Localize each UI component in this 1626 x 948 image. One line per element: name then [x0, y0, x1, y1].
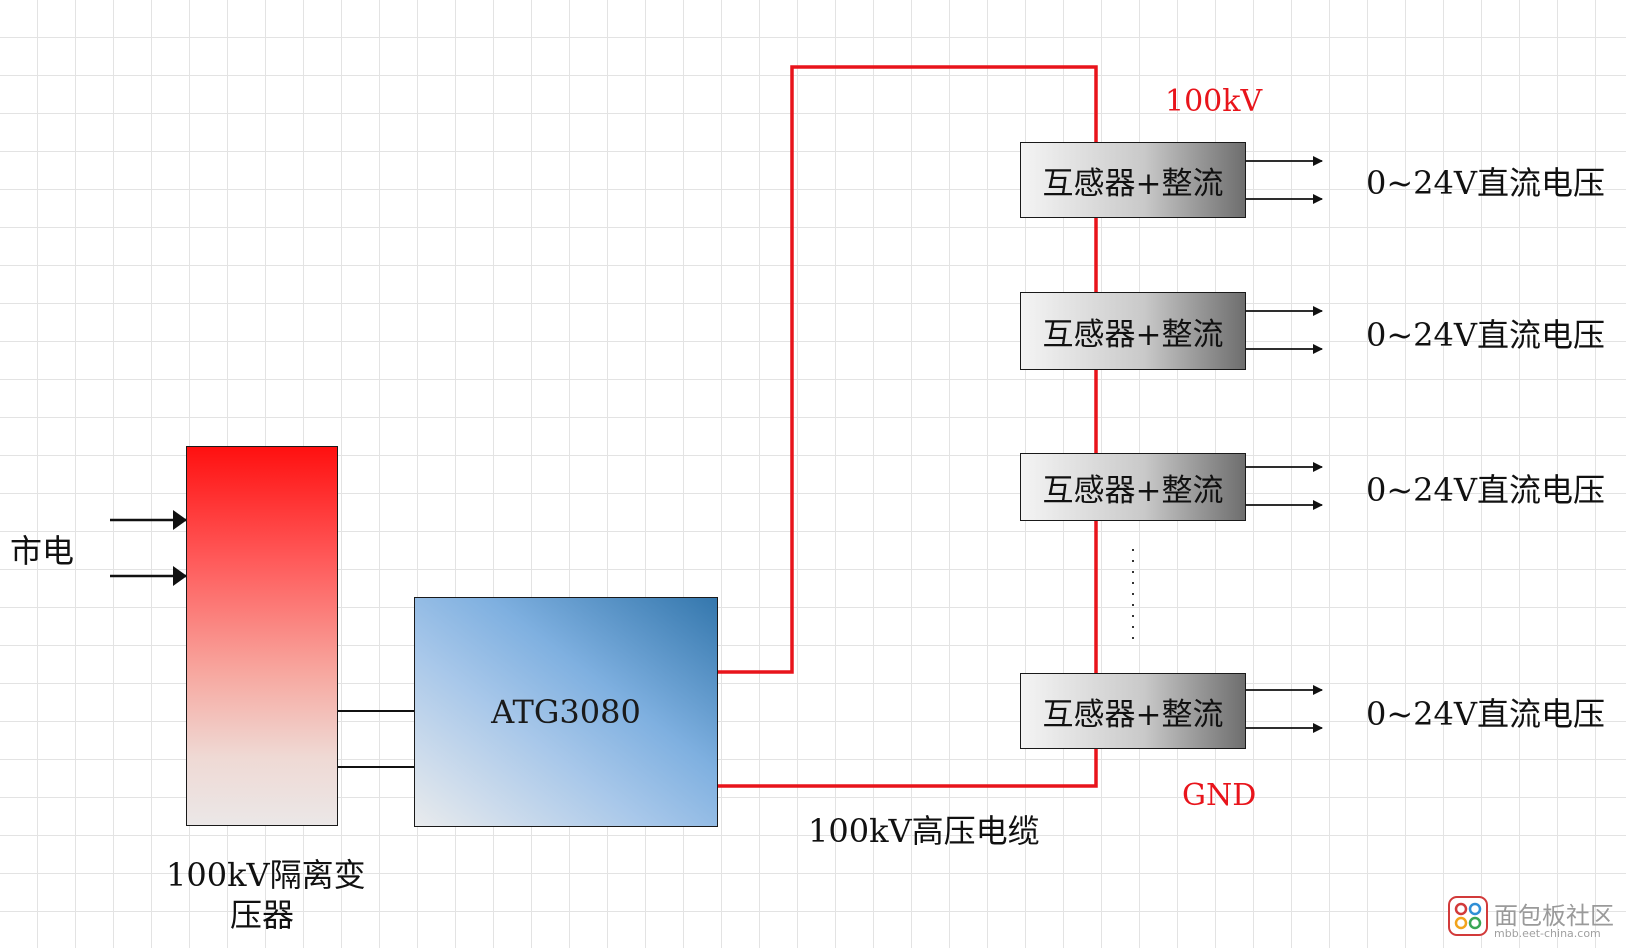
hv-cable-ground — [718, 749, 1098, 788]
module-3-label: 互感器+整流 — [1042, 472, 1224, 509]
transformer-label-line2: 压器 — [229, 896, 294, 934]
transformer-label-line1: 100kV隔离变 — [166, 856, 366, 894]
watermark-logo-icon — [1448, 896, 1488, 936]
ground-label: GND — [1182, 778, 1257, 813]
module-3-output-label: 0~24V直流电压 — [1366, 471, 1606, 509]
module-2-output-label: 0~24V直流电压 — [1366, 316, 1606, 354]
generator-label: ATG3080 — [491, 693, 641, 731]
module-4-output-label: 0~24V直流电压 — [1366, 695, 1606, 733]
watermark-url: mbb.eet-china.com — [1494, 927, 1601, 940]
hv-terminal-label: 100kV — [1165, 84, 1263, 119]
watermark-title: 面包板社区 — [1494, 902, 1614, 930]
atg3080-generator-block: ATG3080 — [414, 597, 718, 827]
transformer-rectifier-module-1: 互感器+整流 — [1020, 142, 1246, 218]
module-1-output-label: 0~24V直流电压 — [1366, 164, 1606, 202]
transformer-rectifier-module-3: 互感器+整流 — [1020, 453, 1246, 521]
cable-label: 100kV高压电缆 — [808, 812, 1040, 850]
isolation-transformer-block — [186, 446, 338, 826]
module-4-label: 互感器+整流 — [1042, 696, 1224, 733]
mains-label: 市电 — [10, 532, 75, 570]
transformer-rectifier-module-2: 互感器+整流 — [1020, 292, 1246, 370]
watermark: 面包板社区 mbb.eet-china.com — [1448, 896, 1620, 942]
transformer-rectifier-module-4: 互感器+整流 — [1020, 673, 1246, 749]
watermark-logo-glyph-icon — [1454, 902, 1482, 930]
module-2-label: 互感器+整流 — [1042, 316, 1224, 353]
hv-cable-positive — [718, 65, 1098, 674]
module-1-label: 互感器+整流 — [1042, 165, 1224, 202]
